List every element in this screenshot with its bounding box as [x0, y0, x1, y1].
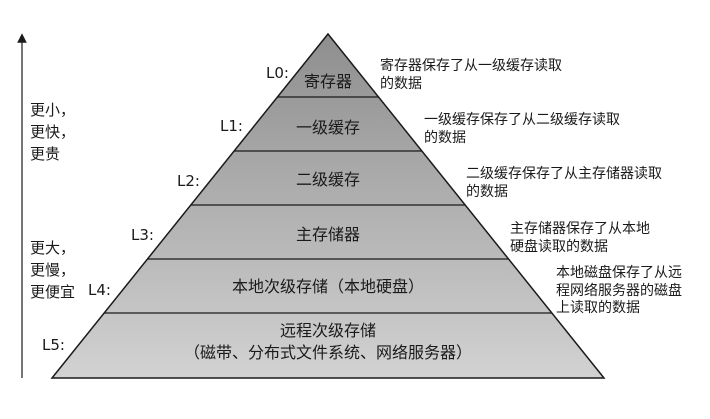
desc-l3: 主存储器保存了从本地 硬盘读取的数据 [510, 221, 650, 255]
desc-l2: 二级缓存保存了从主存储器读取 的数据 [466, 166, 662, 200]
tier-main-memory: 主存储器 [295, 225, 360, 244]
level-label-l2: L2: [177, 172, 200, 190]
side-note-smaller-faster: 更小， 更快， 更贵 [30, 101, 76, 163]
side-note-larger-slower: 更大， 更慢， 更便宜 [30, 239, 76, 301]
tier-remote-storage: 远程次级存储 （磁带、分布式文件系统、网络服务器） [183, 321, 472, 362]
desc-l4: 本地磁盘保存了从远 程网络服务器的磁盘 上读取的数据 [556, 265, 682, 316]
tier-registers: 寄存器 [303, 72, 352, 91]
desc-l0: 寄存器保存了从一级缓存读取 的数据 [380, 58, 562, 92]
pyramid-outline [50, 32, 606, 379]
desc-l1: 一级缓存保存了从二级缓存读取 的数据 [424, 112, 620, 146]
tier-l1-cache: 一级缓存 [295, 118, 360, 137]
tier-local-storage: 本地次级存储（本地硬盘） [231, 277, 424, 296]
level-label-l0: L0: [266, 64, 289, 82]
level-label-l1: L1: [220, 117, 243, 135]
level-label-l5: L5: [42, 336, 65, 354]
tier-l2-cache: 二级缓存 [295, 170, 360, 189]
level-label-l4: L4: [88, 281, 111, 299]
level-label-l3: L3: [131, 226, 154, 244]
